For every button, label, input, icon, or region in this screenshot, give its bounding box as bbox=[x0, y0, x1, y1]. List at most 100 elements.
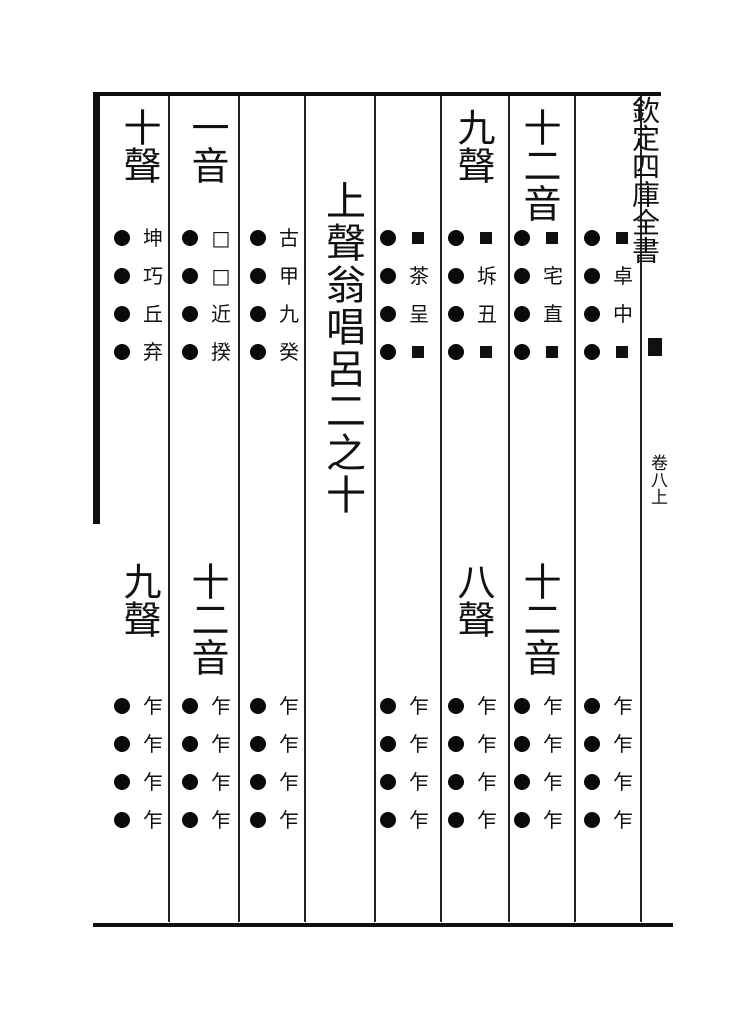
cell-character: □ bbox=[211, 226, 231, 250]
column-rule bbox=[238, 96, 240, 922]
lower-column-header: 十二音 bbox=[517, 562, 561, 676]
cell-character: 乍 bbox=[211, 770, 231, 794]
upper-table-cell bbox=[508, 332, 576, 372]
upper-column-header: 十聲 bbox=[117, 108, 161, 184]
circle-mark-icon bbox=[380, 344, 396, 360]
cell-character: 乍 bbox=[543, 732, 563, 756]
lower-table-cell: 乍 bbox=[244, 686, 312, 726]
upper-table-cell bbox=[442, 332, 510, 372]
cell-character: 近 bbox=[211, 302, 231, 326]
circle-mark-icon bbox=[250, 736, 266, 752]
lower-table-cell: 乍 bbox=[578, 762, 646, 802]
upper-table-cell bbox=[578, 218, 646, 258]
upper-table-cell bbox=[374, 332, 442, 372]
cell-character: 甲 bbox=[279, 264, 299, 288]
lower-table-cell: 乍 bbox=[442, 686, 510, 726]
lower-table-cell: 乍 bbox=[244, 800, 312, 840]
frame-bottom-border bbox=[93, 923, 673, 927]
circle-mark-icon bbox=[448, 698, 464, 714]
margin-juan-label: 卷八上 bbox=[647, 454, 667, 505]
circle-mark-icon bbox=[250, 344, 266, 360]
lower-table-cell: 乍 bbox=[442, 762, 510, 802]
square-mark-icon bbox=[546, 232, 558, 244]
lower-table-cell: 乍 bbox=[108, 724, 176, 764]
frame-left-border bbox=[93, 92, 100, 524]
circle-mark-icon bbox=[380, 306, 396, 322]
circle-mark-icon bbox=[182, 736, 198, 752]
circle-mark-icon bbox=[182, 344, 198, 360]
circle-mark-icon bbox=[182, 268, 198, 284]
cell-character: 乍 bbox=[613, 732, 633, 756]
cell-character: 揆 bbox=[211, 340, 231, 364]
square-mark-icon bbox=[480, 232, 492, 244]
circle-mark-icon bbox=[584, 736, 600, 752]
upper-table-cell: 坼 bbox=[442, 256, 510, 296]
cell-character: 乍 bbox=[543, 694, 563, 718]
upper-table-cell: 九 bbox=[244, 294, 312, 334]
upper-table-cell bbox=[578, 332, 646, 372]
lower-column-header: 八聲 bbox=[451, 562, 495, 638]
lower-table-cell: 乍 bbox=[108, 686, 176, 726]
lower-table-cell: 乍 bbox=[508, 762, 576, 802]
lower-table-cell: 乍 bbox=[508, 686, 576, 726]
cell-character: 乍 bbox=[409, 808, 429, 832]
upper-table-cell: 丘 bbox=[108, 294, 176, 334]
frame-top-border bbox=[93, 92, 661, 96]
cell-character: 乍 bbox=[477, 694, 497, 718]
circle-mark-icon bbox=[448, 306, 464, 322]
cell-character: 乍 bbox=[143, 732, 163, 756]
upper-table-cell: 呈 bbox=[374, 294, 442, 334]
upper-table-cell bbox=[374, 218, 442, 258]
cell-character: 乍 bbox=[477, 770, 497, 794]
circle-mark-icon bbox=[114, 344, 130, 360]
circle-mark-icon bbox=[514, 306, 530, 322]
circle-mark-icon bbox=[514, 812, 530, 828]
circle-mark-icon bbox=[584, 774, 600, 790]
circle-mark-icon bbox=[250, 698, 266, 714]
upper-table-cell: 癸 bbox=[244, 332, 312, 372]
cell-character: 乍 bbox=[143, 808, 163, 832]
circle-mark-icon bbox=[380, 736, 396, 752]
upper-table-cell: 宅 bbox=[508, 256, 576, 296]
cell-character: 乍 bbox=[279, 694, 299, 718]
lower-table-cell: 乍 bbox=[176, 686, 244, 726]
circle-mark-icon bbox=[584, 230, 600, 246]
circle-mark-icon bbox=[514, 698, 530, 714]
circle-mark-icon bbox=[380, 774, 396, 790]
upper-column-header: 一音 bbox=[185, 108, 229, 184]
cell-character: 直 bbox=[543, 302, 563, 326]
circle-mark-icon bbox=[114, 230, 130, 246]
column-rule bbox=[374, 96, 376, 922]
lower-table-cell: 乍 bbox=[374, 762, 442, 802]
cell-character: 巧 bbox=[143, 264, 163, 288]
circle-mark-icon bbox=[182, 698, 198, 714]
cell-character: 乍 bbox=[279, 770, 299, 794]
circle-mark-icon bbox=[448, 230, 464, 246]
cell-character: 呈 bbox=[409, 302, 429, 326]
cell-character: 乍 bbox=[477, 732, 497, 756]
lower-table-cell: 乍 bbox=[508, 724, 576, 764]
cell-character: 丑 bbox=[477, 302, 497, 326]
circle-mark-icon bbox=[114, 698, 130, 714]
circle-mark-icon bbox=[514, 774, 530, 790]
column-rule bbox=[508, 96, 510, 922]
lower-table-cell: 乍 bbox=[244, 724, 312, 764]
lower-table-cell: 乍 bbox=[108, 762, 176, 802]
cell-character: 茶 bbox=[409, 264, 429, 288]
lower-table-cell: 乍 bbox=[176, 724, 244, 764]
lower-table-cell: 乍 bbox=[108, 800, 176, 840]
lower-column-header: 九聲 bbox=[117, 562, 161, 638]
upper-table-cell: □ bbox=[176, 218, 244, 258]
lower-table-cell: 乍 bbox=[176, 762, 244, 802]
lower-table-cell: 乍 bbox=[374, 724, 442, 764]
circle-mark-icon bbox=[114, 774, 130, 790]
cell-character: □ bbox=[211, 264, 231, 288]
upper-table-cell: 甲 bbox=[244, 256, 312, 296]
cell-character: 乍 bbox=[143, 770, 163, 794]
circle-mark-icon bbox=[448, 774, 464, 790]
circle-mark-icon bbox=[182, 230, 198, 246]
upper-table-cell: □ bbox=[176, 256, 244, 296]
upper-table-cell: 弃 bbox=[108, 332, 176, 372]
circle-mark-icon bbox=[584, 306, 600, 322]
circle-mark-icon bbox=[182, 306, 198, 322]
